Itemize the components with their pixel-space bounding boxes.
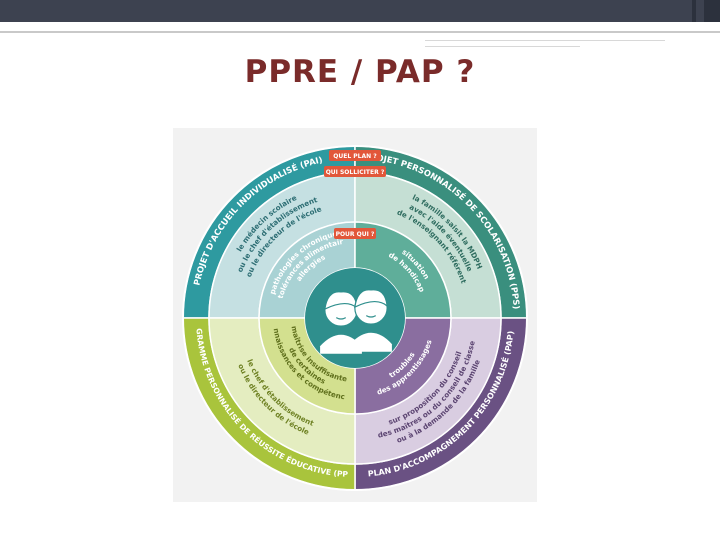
tag-qui-solliciter: QUI SOLLICITER ? xyxy=(324,166,386,177)
top-bar xyxy=(0,0,720,22)
plans-wheel-diagram: PROJET D'ACCUEIL INDIVIDUALISÉ (PAI)PROJ… xyxy=(173,128,537,502)
plans-wheel: PROJET D'ACCUEIL INDIVIDUALISÉ (PAI)PROJ… xyxy=(173,128,528,491)
header-rule-accent xyxy=(425,46,580,47)
tag-pour-qui: POUR QUI ? xyxy=(334,228,376,239)
tag-quel-plan: QUEL PLAN ? xyxy=(329,150,381,161)
header-rule-accent xyxy=(425,40,665,41)
slide-title: PPRE / PAP ? xyxy=(244,54,476,90)
header-rule xyxy=(0,31,720,33)
svg-text:QUEL PLAN ?: QUEL PLAN ? xyxy=(333,153,377,160)
child-face-left-icon xyxy=(320,291,362,354)
svg-text:POUR QUI ?: POUR QUI ? xyxy=(336,231,375,238)
top-bar-band xyxy=(692,0,696,22)
svg-text:QUI SOLLICITER ?: QUI SOLLICITER ? xyxy=(326,169,385,176)
child-face-right-icon xyxy=(350,289,392,352)
top-bar-band xyxy=(704,0,720,22)
outer-outline xyxy=(182,145,528,491)
